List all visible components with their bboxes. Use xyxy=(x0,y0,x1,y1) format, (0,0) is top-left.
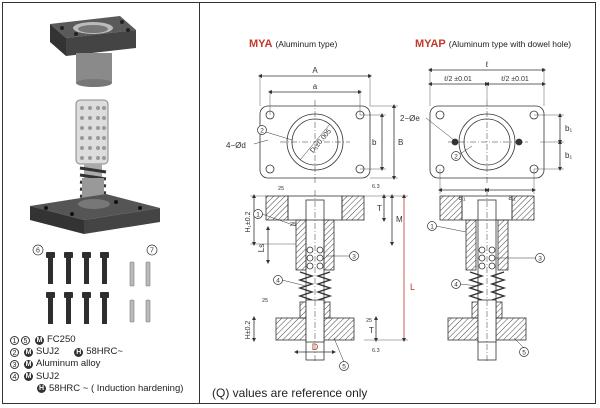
callout-1-mya: 1 xyxy=(256,212,260,219)
roughness-25-c: 25 xyxy=(262,298,268,304)
callout-3-myap: 3 xyxy=(538,256,542,263)
dim-T-top: T xyxy=(377,204,382,213)
material-badge-icon: M xyxy=(35,335,44,345)
reference-note: (Q) values are reference only xyxy=(212,386,368,400)
dim-b1-upper: b₁ xyxy=(565,124,572,133)
dim-b: b xyxy=(372,138,377,147)
legend-row-aluminum: 3 M Aluminum alloy xyxy=(10,358,198,370)
legend-material-suj2: SUJ2 xyxy=(36,346,60,358)
legend-row-suj2: 2 M SUJ2 H 58HRC~ xyxy=(10,346,198,358)
callout-leaders xyxy=(261,131,536,363)
callout-3-mya: 3 xyxy=(352,254,356,261)
callout-1-myap: 1 xyxy=(430,224,434,231)
dim-B: B xyxy=(398,138,403,147)
part-4-mark: 4 xyxy=(10,372,19,382)
legend-hardness-58hrc: 58HRC~ xyxy=(86,346,123,358)
callout-7-label: 7 xyxy=(150,248,154,255)
myap-top-view xyxy=(425,68,564,194)
callout-2-mya: 2 xyxy=(260,128,264,135)
myap-title: MYAP(Aluminum type with dowel hole) xyxy=(415,38,571,50)
dim-H1: H₁±0.2 xyxy=(245,211,252,232)
callout-5-myap: 5 xyxy=(522,350,526,357)
legend-material-aluminum: Aluminum alloy xyxy=(36,358,101,370)
legend-row-suj2-shaft: 4 M SUJ2 xyxy=(10,371,198,383)
dim-a: a xyxy=(313,82,318,91)
dim-l-half-left: ℓ/2 ±0.01 xyxy=(443,76,472,83)
dim-2-oe: 2−Øe xyxy=(400,114,420,123)
callout-5-mya: 5 xyxy=(342,364,346,371)
legend-material-fc250: FC250 xyxy=(47,334,76,345)
mya-code: MYA xyxy=(249,38,273,50)
dim-A: A xyxy=(312,66,318,75)
product-photo xyxy=(30,16,160,234)
roughness-25-a: 25 xyxy=(278,186,284,192)
roughness-25-d: 25 xyxy=(366,318,372,324)
myap-code: MYAP xyxy=(415,38,446,50)
callout-2-myap: 2 xyxy=(454,154,458,161)
roughness-25-b: 25 xyxy=(290,222,296,228)
dim-L: L xyxy=(410,282,415,292)
dim-D1: D₁±0.005 xyxy=(309,128,333,155)
dowel-pins xyxy=(129,261,151,323)
dim-4-od: 4−Ød xyxy=(226,141,246,150)
technical-drawing: 2 2 1 1 3 3 4 4 5 5 A a B b 4−Ød D₁±0.00… xyxy=(226,60,572,371)
callout-4-myap: 4 xyxy=(454,282,458,289)
ball-cage-photo xyxy=(75,99,109,165)
roughness-top: 6.3 xyxy=(372,184,380,190)
callout-6-label: 6 xyxy=(36,248,40,255)
material-legend: 1 5 M FC250 2 M SUJ2 H 58HRC~ 3 M Alumin… xyxy=(10,334,198,395)
part-1-mark: 1 xyxy=(10,335,19,345)
dim-a1-left: a₁ xyxy=(458,193,465,202)
top-flange-photo xyxy=(50,16,136,87)
part-3-mark: 3 xyxy=(10,360,19,369)
hardness-badge-icon: H xyxy=(74,347,84,357)
dim-H: H±0.2 xyxy=(245,321,252,340)
material-badge-icon: M xyxy=(24,372,33,382)
dim-Ls: Ls xyxy=(257,244,266,252)
screws-and-pins: 6 7 xyxy=(32,244,158,324)
figure-frame xyxy=(2,2,596,404)
hardness-badge-icon: H xyxy=(37,384,46,394)
mya-title: MYA(Aluminum type) xyxy=(249,38,337,50)
bottom-flange-photo xyxy=(30,178,160,234)
pin-callout: 7 xyxy=(146,244,158,256)
roughness-bottom: 6.3 xyxy=(372,348,380,354)
material-badge-icon: M xyxy=(24,360,33,369)
dim-T-bottom: T xyxy=(369,326,374,335)
legend-hardness-induction: 58HRC ~ ( Induction hardening) xyxy=(49,382,184,394)
part-2-mark: 2 xyxy=(10,347,19,357)
dim-a1-right: a₁ xyxy=(508,193,515,202)
dim-b1-lower: b₁ xyxy=(565,151,572,160)
legend-row-fc250: 1 5 M FC250 xyxy=(10,334,198,346)
mya-description: (Aluminum type) xyxy=(275,39,338,49)
part-5-mark: 5 xyxy=(21,335,30,345)
mya-top-view xyxy=(253,74,398,184)
dim-l: ℓ xyxy=(485,60,489,69)
dim-M: M xyxy=(396,215,403,224)
panel-divider xyxy=(199,2,200,404)
myap-section-view xyxy=(439,190,535,362)
mya-section-view xyxy=(250,190,408,362)
dim-D: D xyxy=(312,342,319,352)
material-badge-icon: M xyxy=(24,347,33,357)
screw-callout: 6 xyxy=(32,244,44,256)
dim-l-half-right: ℓ/2 ±0.01 xyxy=(500,76,529,83)
callout-4-mya: 4 xyxy=(276,278,280,285)
myap-description: (Aluminum type with dowel hole) xyxy=(448,39,572,49)
legend-row-induction: H 58HRC ~ ( Induction hardening) xyxy=(10,383,198,395)
socket-head-screws xyxy=(46,252,109,324)
legend-material-suj2-shaft: SUJ2 xyxy=(36,370,60,382)
